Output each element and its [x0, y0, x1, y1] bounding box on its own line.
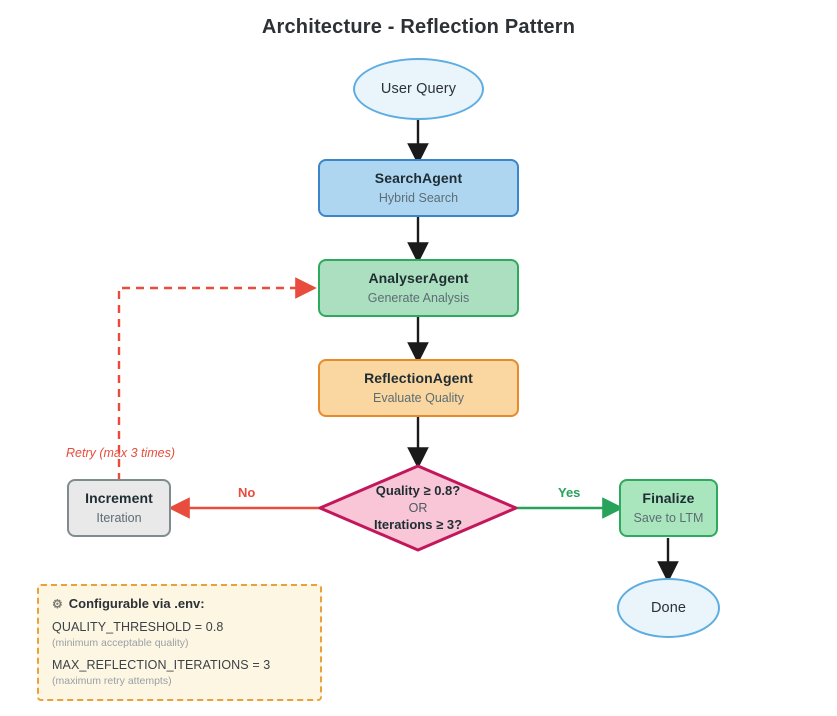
decision-line-3: Iterations ≥ 3?: [373, 517, 463, 533]
node-finalize-title: Finalize: [642, 489, 695, 506]
node-analyser-agent-subtitle: Generate Analysis: [367, 291, 470, 306]
node-user-query-label: User Query: [380, 80, 457, 97]
edge-label-no: No: [238, 485, 256, 500]
config-note-heading: ⚙ Configurable via .env:: [52, 596, 307, 611]
decision-text: Quality ≥ 0.8? OR Iterations ≥ 3?: [374, 482, 462, 534]
config-item-description: (maximum retry attempts): [52, 675, 172, 687]
node-analyser-agent[interactable]: AnalyserAgent Generate Analysis: [318, 259, 519, 317]
node-decision-quality-check[interactable]: Quality ≥ 0.8? OR Iterations ≥ 3?: [318, 464, 518, 552]
edge-label-yes: Yes: [558, 485, 581, 500]
config-note-heading-text: Configurable via .env:: [68, 596, 205, 611]
decision-diamond-shape: [318, 464, 518, 552]
node-user-query[interactable]: User Query: [353, 58, 484, 120]
node-search-agent[interactable]: SearchAgent Hybrid Search: [318, 159, 519, 217]
node-finalize[interactable]: Finalize Save to LTM: [619, 479, 718, 537]
node-done[interactable]: Done: [617, 578, 720, 638]
node-reflection-agent[interactable]: ReflectionAgent Evaluate Quality: [318, 359, 519, 417]
node-search-agent-title: SearchAgent: [374, 169, 463, 186]
node-reflection-agent-title: ReflectionAgent: [364, 369, 473, 386]
node-increment-iteration[interactable]: Increment Iteration: [67, 479, 171, 537]
node-finalize-subtitle: Save to LTM: [633, 511, 704, 526]
config-item-variable: QUALITY_THRESHOLD = 0.8: [52, 620, 224, 634]
node-reflection-agent-subtitle: Evaluate Quality: [372, 391, 465, 406]
edge-label-retry: Retry (max 3 times): [66, 446, 176, 460]
gear-icon: ⚙: [52, 596, 63, 611]
node-increment-title: Increment: [85, 489, 153, 506]
node-search-agent-subtitle: Hybrid Search: [378, 191, 459, 206]
node-analyser-agent-title: AnalyserAgent: [368, 269, 469, 286]
config-item-description: (minimum acceptable quality): [52, 637, 189, 649]
node-done-label: Done: [650, 599, 687, 616]
decision-line-1: Quality ≥ 0.8?: [375, 483, 461, 499]
config-item-variable: MAX_REFLECTION_ITERATIONS = 3: [52, 658, 271, 672]
page-title: Architecture - Reflection Pattern: [261, 16, 576, 38]
node-increment-subtitle: Iteration: [96, 511, 142, 526]
decision-line-2: OR: [408, 500, 428, 515]
config-note-box: ⚙ Configurable via .env: QUALITY_THRESHO…: [37, 584, 322, 701]
